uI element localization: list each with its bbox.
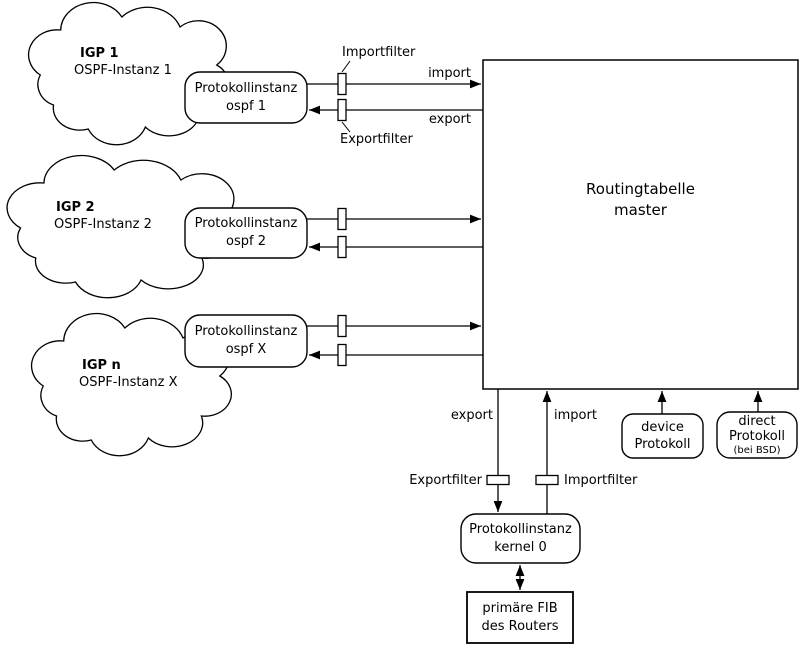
fib-line1: primäre FIB [482,600,558,616]
import-filter-chip-bottom [535,474,559,486]
kernel-instance-box [460,513,581,564]
protocol-box-ospf-x [184,314,308,368]
import-kernel-label: import [554,408,597,423]
routing-table-line2: master [614,201,667,219]
cloud-2-subtitle: OSPF-Instanz 2 [54,217,152,232]
kernel-instance-label: Protokollinstanz kernel 0 [461,514,580,563]
protocol-box-ospf-x-label: Protokollinstanz ospf X [185,315,307,367]
protocol-box-ospf-2-label: Protokollinstanz ospf 2 [185,208,307,258]
export-filter-chip-1 [337,98,347,122]
exportfilter-leader [341,121,351,133]
export-filter-chip-bottom [486,474,510,486]
protocol-box-ospf-1-label: Protokollinstanz ospf 1 [185,72,307,123]
protocol-box-ospf-2 [184,207,308,259]
fib-label: primäre FIB des Routers [467,592,573,643]
cloud-3-subtitle: OSPF-Instanz X [79,375,178,390]
protocol-box-ospf-1 [184,71,308,124]
device-protocol-label: device Protokoll [622,414,703,458]
cloud-3-title: IGP n [82,358,121,373]
protocol-x-line1: Protokollinstanz [194,324,298,339]
export-filter-chip-3 [337,343,347,367]
cloud-igp-1 [29,3,229,145]
importfilter-label-bottom: Importfilter [564,473,638,488]
protocol-2-line1: Protokollinstanz [194,216,298,231]
device-protocol-box [621,413,704,459]
device-line1: device [641,420,684,435]
direct-line3: (bei BSD) [733,444,781,456]
cloud-2-title: IGP 2 [56,200,95,215]
protocol-2-line2: ospf 2 [226,234,266,249]
import-filter-chip-2 [337,207,347,231]
cloud-1-subtitle: OSPF-Instanz 1 [74,63,172,78]
exportfilter-label-top: Exportfilter [340,132,413,147]
direct-line1: direct [738,413,776,429]
routing-table-line1: Routingtabelle [586,180,695,198]
fib-box [466,591,574,644]
export-edge-label: export [428,112,471,127]
device-line2: Protokoll [634,437,691,452]
direct-line2: Protokoll [729,428,785,444]
routing-table-box [482,59,799,390]
importfilter-label-top: Importfilter [342,45,416,60]
kernel-line1: Protokollinstanz [469,521,572,537]
importfilter-leader [341,60,351,73]
exportfilter-label-bottom: Exportfilter [409,473,482,488]
export-kernel-label: export [450,408,493,423]
kernel-line2: kernel 0 [494,539,547,555]
fib-line2: des Routers [481,618,559,634]
direct-protocol-label: direct Protokoll (bei BSD) [717,412,797,458]
cloud-igp-n [32,314,232,456]
protocol-1-line1: Protokollinstanz [194,80,298,96]
import-filter-chip-3 [337,314,347,338]
routing-table-title: Routingtabelle master [483,178,798,222]
import-filter-chip-1 [337,72,347,96]
export-filter-chip-2 [337,235,347,259]
protocol-x-line2: ospf X [225,342,267,357]
import-edge-label: import [428,66,471,81]
cloud-1-title: IGP 1 [80,46,119,61]
direct-protocol-box [716,411,798,459]
protocol-1-line2: ospf 1 [226,98,266,114]
